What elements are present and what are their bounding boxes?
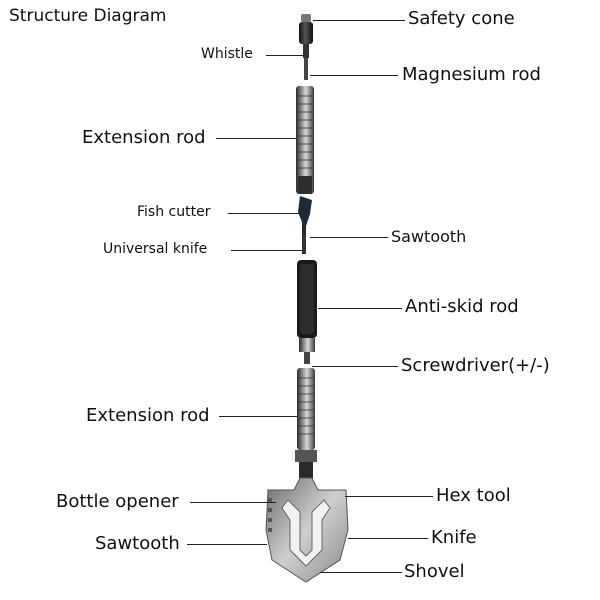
label-extension-rod-top: Extension rod	[82, 127, 206, 148]
anti-skid-rod-part	[297, 260, 317, 364]
leader-extension-rod-bottom	[219, 416, 297, 417]
label-magnesium-rod: Magnesium rod	[402, 64, 541, 85]
label-shovel: Shovel	[404, 561, 465, 582]
label-bottle-opener: Bottle opener	[56, 491, 179, 512]
label-safety-cone: Safety cone	[408, 8, 515, 29]
label-sawtooth-top: Sawtooth	[391, 227, 467, 246]
universal-knife-part	[298, 196, 312, 254]
leader-bottle-opener	[190, 502, 276, 503]
diagram-title: Structure Diagram	[9, 6, 167, 26]
leader-anti-skid-rod	[318, 308, 402, 309]
label-screwdriver: Screwdriver(+/-)	[401, 355, 550, 376]
label-universal-knife: Universal knife	[103, 241, 208, 257]
leader-magnesium-rod	[310, 75, 398, 76]
safety-cone-part	[299, 14, 313, 58]
label-sawtooth-bottom: Sawtooth	[95, 533, 180, 554]
leader-hex-tool	[345, 496, 433, 497]
label-whistle: Whistle	[201, 46, 253, 62]
leader-screwdriver	[312, 366, 398, 367]
leader-whistle	[266, 55, 304, 56]
leader-sawtooth-bottom	[187, 544, 267, 545]
leader-knife	[348, 538, 428, 539]
leader-extension-rod-top	[216, 138, 296, 139]
label-anti-skid-rod: Anti-skid rod	[405, 296, 519, 317]
label-fish-cutter: Fish cutter	[137, 204, 211, 220]
extension-rod-bottom-part	[295, 368, 317, 478]
magnesium-rod-part	[304, 58, 308, 80]
label-extension-rod-bottom: Extension rod	[86, 405, 210, 426]
leader-fish-cutter	[228, 213, 300, 214]
leader-universal-knife	[231, 250, 302, 251]
leader-shovel	[320, 572, 402, 573]
leader-safety-cone	[313, 20, 405, 21]
label-knife: Knife	[431, 527, 477, 548]
leader-sawtooth-top	[310, 237, 388, 238]
label-hex-tool: Hex tool	[436, 485, 511, 506]
shovel-head-part	[265, 477, 349, 583]
extension-rod-top-part	[296, 86, 314, 194]
